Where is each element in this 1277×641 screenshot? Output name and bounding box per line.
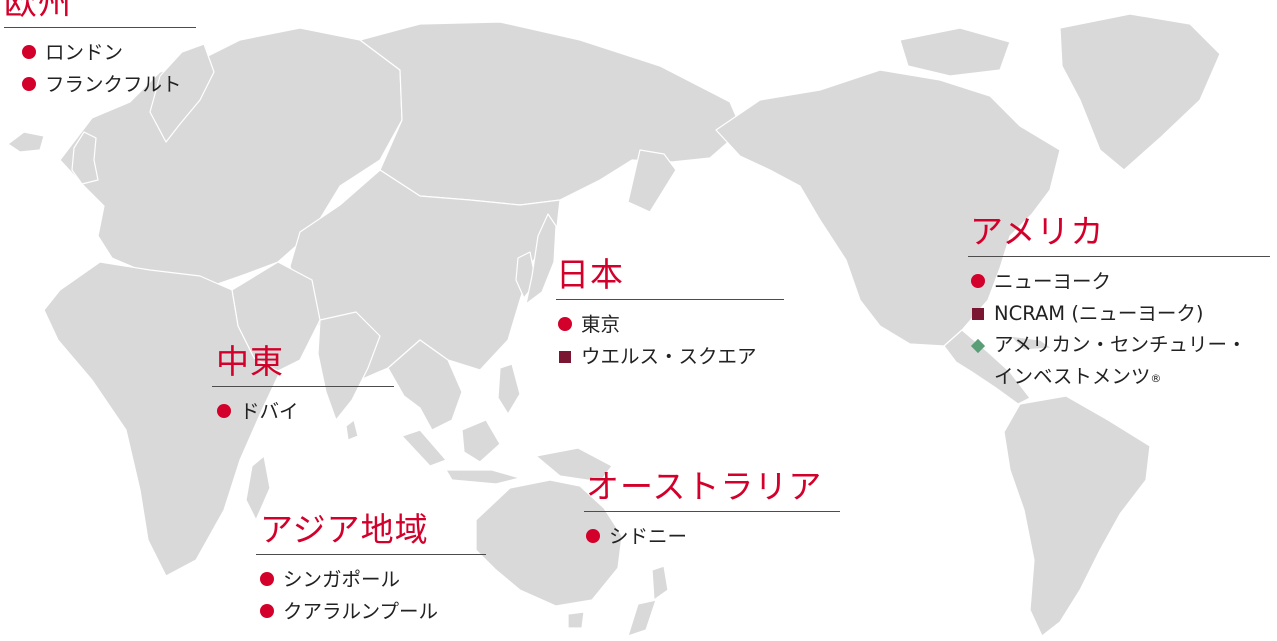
region-japan: 日本 東京 ウエルス・スクエア	[556, 255, 784, 376]
land-madagascar	[245, 455, 271, 521]
office-name: ニューヨーク	[994, 270, 1112, 293]
office-name: 東京	[581, 313, 621, 336]
land-sri-lanka	[345, 419, 359, 441]
office-dubai: ドバイ	[217, 399, 394, 424]
office-name: アメリカン・センチュリー・インベストメンツ®	[994, 329, 1264, 395]
region-title-americas: アメリカ	[968, 212, 1270, 257]
office-dot-icon	[22, 77, 36, 91]
office-dot-icon	[22, 45, 36, 59]
office-name: シドニー	[609, 525, 688, 548]
land-new-zealand-south	[627, 599, 657, 637]
land-tasmania	[567, 611, 585, 629]
office-name: ウエルス・スクエア	[581, 345, 757, 368]
office-name: クアラルンプール	[283, 600, 439, 623]
land-africa	[43, 261, 281, 577]
office-london: ロンドン	[22, 40, 196, 65]
office-name: NCRAM (ニューヨーク)	[994, 302, 1204, 325]
land-new-guinea	[535, 447, 613, 483]
office-tokyo: 東京	[558, 312, 784, 337]
office-dot-icon	[260, 604, 274, 618]
region-title-japan: 日本	[556, 255, 784, 300]
office-american-century: アメリカン・センチュリー・インベストメンツ®	[970, 333, 1270, 395]
registered-mark: ®	[1150, 372, 1162, 385]
office-frankfurt: フランクフルト	[22, 72, 196, 97]
office-ncram: NCRAM (ニューヨーク)	[971, 301, 1270, 326]
land-greenland	[1059, 13, 1221, 171]
region-title-australia: オーストラリア	[584, 467, 840, 512]
land-philippines	[497, 363, 521, 415]
land-scandinavia	[149, 43, 215, 143]
land-arctic-islands	[899, 27, 1011, 77]
office-kuala-lumpur: クアラルンプール	[260, 599, 486, 624]
office-dot-icon	[217, 404, 231, 418]
land-southeast-asia	[387, 339, 463, 431]
region-title-europe: 欧州	[4, 0, 196, 28]
land-sumatra	[401, 429, 447, 467]
office-wealth-square: ウエルス・スクエア	[558, 344, 784, 369]
land-iceland	[7, 131, 45, 153]
office-list-australia: シドニー	[586, 524, 840, 549]
region-middle-east: 中東 ドバイ	[212, 342, 394, 431]
land-new-zealand	[651, 565, 669, 601]
office-dot-icon	[586, 529, 600, 543]
office-name: フランクフルト	[45, 73, 182, 96]
land-caribbean	[1009, 335, 1053, 351]
affiliate-square-icon	[559, 351, 571, 363]
office-dot-icon	[971, 274, 985, 288]
region-asia: アジア地域 シンガポール クアラルンプール	[256, 510, 486, 631]
land-south-america	[1003, 395, 1151, 637]
region-title-asia: アジア地域	[256, 510, 486, 555]
office-dot-icon	[558, 317, 572, 331]
office-list-europe: ロンドン フランクフルト	[22, 40, 196, 97]
office-sydney: シドニー	[586, 524, 840, 549]
affiliate-square-icon	[972, 308, 984, 320]
land-japan	[525, 213, 557, 305]
office-list-asia: シンガポール クアラルンプール	[260, 567, 486, 624]
office-new-york: ニューヨーク	[971, 269, 1270, 294]
land-borneo	[461, 419, 501, 463]
region-title-middle-east: 中東	[212, 342, 394, 387]
land-british-isles	[71, 131, 99, 185]
office-dot-icon	[260, 572, 274, 586]
office-list-japan: 東京 ウエルス・スクエア	[558, 312, 784, 369]
office-name-text: アメリカン・センチュリー・インベストメンツ	[994, 333, 1247, 388]
region-americas: アメリカ ニューヨーク NCRAM (ニューヨーク) アメリカン・センチュリー・…	[968, 212, 1270, 402]
land-kamchatka	[627, 149, 677, 213]
office-name: ドバイ	[240, 400, 299, 423]
land-russia	[359, 21, 743, 206]
office-name: ロンドン	[45, 41, 124, 64]
land-java	[445, 469, 521, 485]
office-singapore: シンガポール	[260, 567, 486, 592]
office-list-americas: ニューヨーク NCRAM (ニューヨーク) アメリカン・センチュリー・インベスト…	[970, 269, 1270, 395]
office-name: シンガポール	[283, 568, 401, 591]
office-list-middle-east: ドバイ	[217, 399, 394, 424]
region-australia: オーストラリア シドニー	[584, 467, 840, 556]
land-india	[317, 311, 381, 421]
partner-diamond-icon	[970, 338, 986, 354]
region-europe: 欧州 ロンドン フランクフルト	[4, 0, 196, 104]
